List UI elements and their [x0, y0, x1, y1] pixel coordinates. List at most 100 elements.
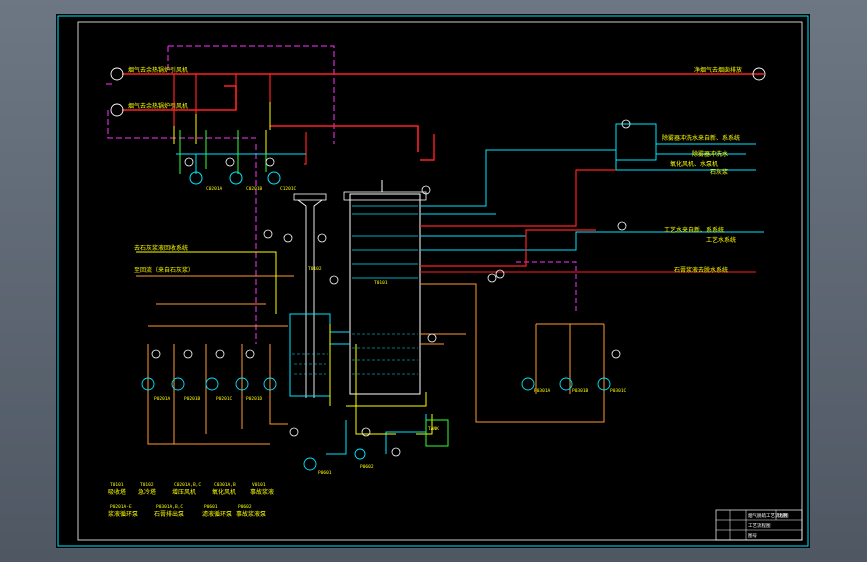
fan-c1201c [265, 157, 281, 185]
flue-gas-label-2: 烟气去余热锅炉引风机 [128, 102, 188, 110]
svg-text:比例: 比例 [778, 512, 787, 519]
svg-text:P0602: P0602 [238, 504, 252, 510]
left-pumps [141, 377, 277, 391]
right-pumps [521, 377, 611, 391]
svg-text:事故浆液: 事故浆液 [250, 488, 274, 496]
pid-diagram: C0201A C0201B C1201C 烟气去余热锅炉引风机 烟气去余热锅炉引… [57, 15, 809, 547]
svg-text:图号: 图号 [748, 533, 757, 539]
process-water-in-label: 氧化风机、水泵机 [670, 160, 718, 168]
dashed-boundary-top [168, 45, 335, 144]
title-block: 烟气脱硫工艺流程图 比例 工艺流程图 图号 [715, 509, 803, 541]
absorber-spray-levels [352, 205, 418, 279]
flue-gas-drops [173, 74, 271, 126]
wash-water-line [420, 149, 756, 207]
fan-c-tag: C1201C [280, 186, 297, 192]
tank-feed [416, 414, 433, 435]
lime-slurry-line [136, 251, 277, 314]
svg-text:急冷塔: 急冷塔 [138, 488, 156, 496]
bottom-pump-tag-2: P0602 [360, 464, 374, 470]
absorber-liquid [352, 333, 418, 375]
svg-text:石膏排出泵: 石膏排出泵 [154, 510, 184, 518]
left-pump-tag-c: P0201C [216, 396, 233, 402]
absorber-tag: T0101 [374, 280, 388, 286]
dashed-boundary-right [516, 261, 577, 314]
yellow-bottom-lines [329, 324, 427, 435]
quench-sump [289, 313, 331, 397]
red-process-line [420, 229, 596, 267]
right-pump-instrument [611, 349, 621, 359]
svg-text:P0601: P0601 [204, 504, 218, 510]
reflux-label: 至回流（来自石灰浆） [134, 266, 194, 274]
left-pump-tag-d: P0201D [246, 396, 263, 402]
quench-tower-top [293, 193, 327, 201]
red-absorber-top [420, 134, 435, 161]
absorber-shell [349, 193, 421, 395]
dashed-boundary-left [106, 46, 256, 139]
inlet-symbol-1 [110, 67, 124, 81]
svg-text:事故浆液泵: 事故浆液泵 [236, 510, 266, 518]
absorber-head [343, 191, 427, 201]
svg-text:V0101: V0101 [252, 482, 266, 488]
svg-text:T0101: T0101 [110, 482, 124, 488]
green-fan-lines [179, 130, 267, 174]
demister-wash-lines [656, 143, 756, 155]
right-pump-tag-a: P0301A [534, 388, 551, 394]
left-pump-tag-b: P0201B [184, 396, 201, 402]
demister-wash-return-label: 除雾器冲洗水 [692, 150, 728, 158]
bottom-instrument-3 [391, 447, 401, 457]
flue-gas-quench [304, 132, 307, 165]
svg-text:P0301A,B,C: P0301A,B,C [156, 504, 183, 510]
process-water-2-label: 工艺水系统 [706, 236, 736, 244]
right-pump-lines [535, 323, 605, 394]
left-pump-header [148, 303, 288, 327]
flue-gas-to-absorber [270, 125, 419, 152]
svg-text:C0301A,B: C0301A,B [214, 482, 236, 488]
fan-c0201b [225, 157, 243, 185]
quench-tag: T0102 [308, 266, 322, 272]
process-water-label: 工艺水来自新、系系统 [664, 226, 724, 234]
outlet-symbol [752, 67, 766, 81]
right-slurry-loop [420, 283, 605, 423]
svg-text:增压风机: 增压风机 [172, 488, 196, 496]
red-wash-line [420, 169, 616, 227]
right-pump-tag-b: P0301B [572, 388, 589, 394]
yellow-feed-lines [173, 102, 271, 154]
absorber-out [420, 333, 466, 345]
right-pump-tag-c: P0301C [610, 388, 627, 394]
tank-tag: TANK [428, 426, 439, 432]
left-pump-tag-a: P0201A [154, 396, 171, 402]
process-tank [425, 419, 449, 447]
left-pump-instruments [151, 349, 255, 359]
cyan-fan-header [176, 153, 306, 174]
drawing-sheet: C0201A C0201B C1201C 烟气去余热锅炉引风机 烟气去余热锅炉引… [56, 14, 810, 548]
quench-tower-shell [297, 199, 323, 398]
fan-a-tag: C0201A [206, 186, 223, 192]
fan-b-tag: C0201B [246, 186, 263, 192]
left-pump-discharge [147, 344, 288, 445]
svg-text:烟气脱硫工艺流程图: 烟气脱硫工艺流程图 [748, 512, 789, 519]
svg-text:C0201A,B,C: C0201A,B,C [174, 482, 201, 488]
spray-feed-lines [420, 213, 764, 251]
bottom-pump-1 [303, 457, 317, 471]
absorber-instruments [263, 119, 631, 343]
bottom-pump-tag-1: P0601 [318, 470, 332, 476]
svg-text:工艺流程图: 工艺流程图 [748, 522, 771, 529]
inlet-symbol-2 [110, 103, 124, 117]
demister-wash-label: 除雾器冲洗水来自新、系系统 [662, 134, 740, 142]
svg-text:P0201A-E: P0201A-E [110, 504, 132, 510]
clean-gas-label: 净烟气去烟囱排放 [694, 66, 742, 74]
svg-text:T0102: T0102 [140, 482, 154, 488]
svg-text:吸收塔: 吸收塔 [108, 488, 126, 496]
lime-slurry-label: 去石灰浆液回收系统 [134, 244, 188, 252]
bottom-pump-2 [354, 448, 366, 460]
demister-wash-loop [615, 123, 657, 161]
svg-text:浆液循环泵: 浆液循环泵 [108, 510, 138, 518]
slurry-in-label: 石灰浆 [710, 168, 728, 176]
inner-frame [77, 21, 803, 541]
gypsum-out-label: 石膏浆液去脱水系统 [674, 266, 728, 274]
equipment-legend: T0101 吸收塔 T0102 急冷塔 C0201A,B,C 增压风机 C030… [108, 482, 274, 518]
fan-c0201a [184, 157, 203, 185]
outer-frame [57, 15, 809, 547]
flue-gas-label-1: 烟气去余热锅炉引风机 [128, 66, 188, 74]
